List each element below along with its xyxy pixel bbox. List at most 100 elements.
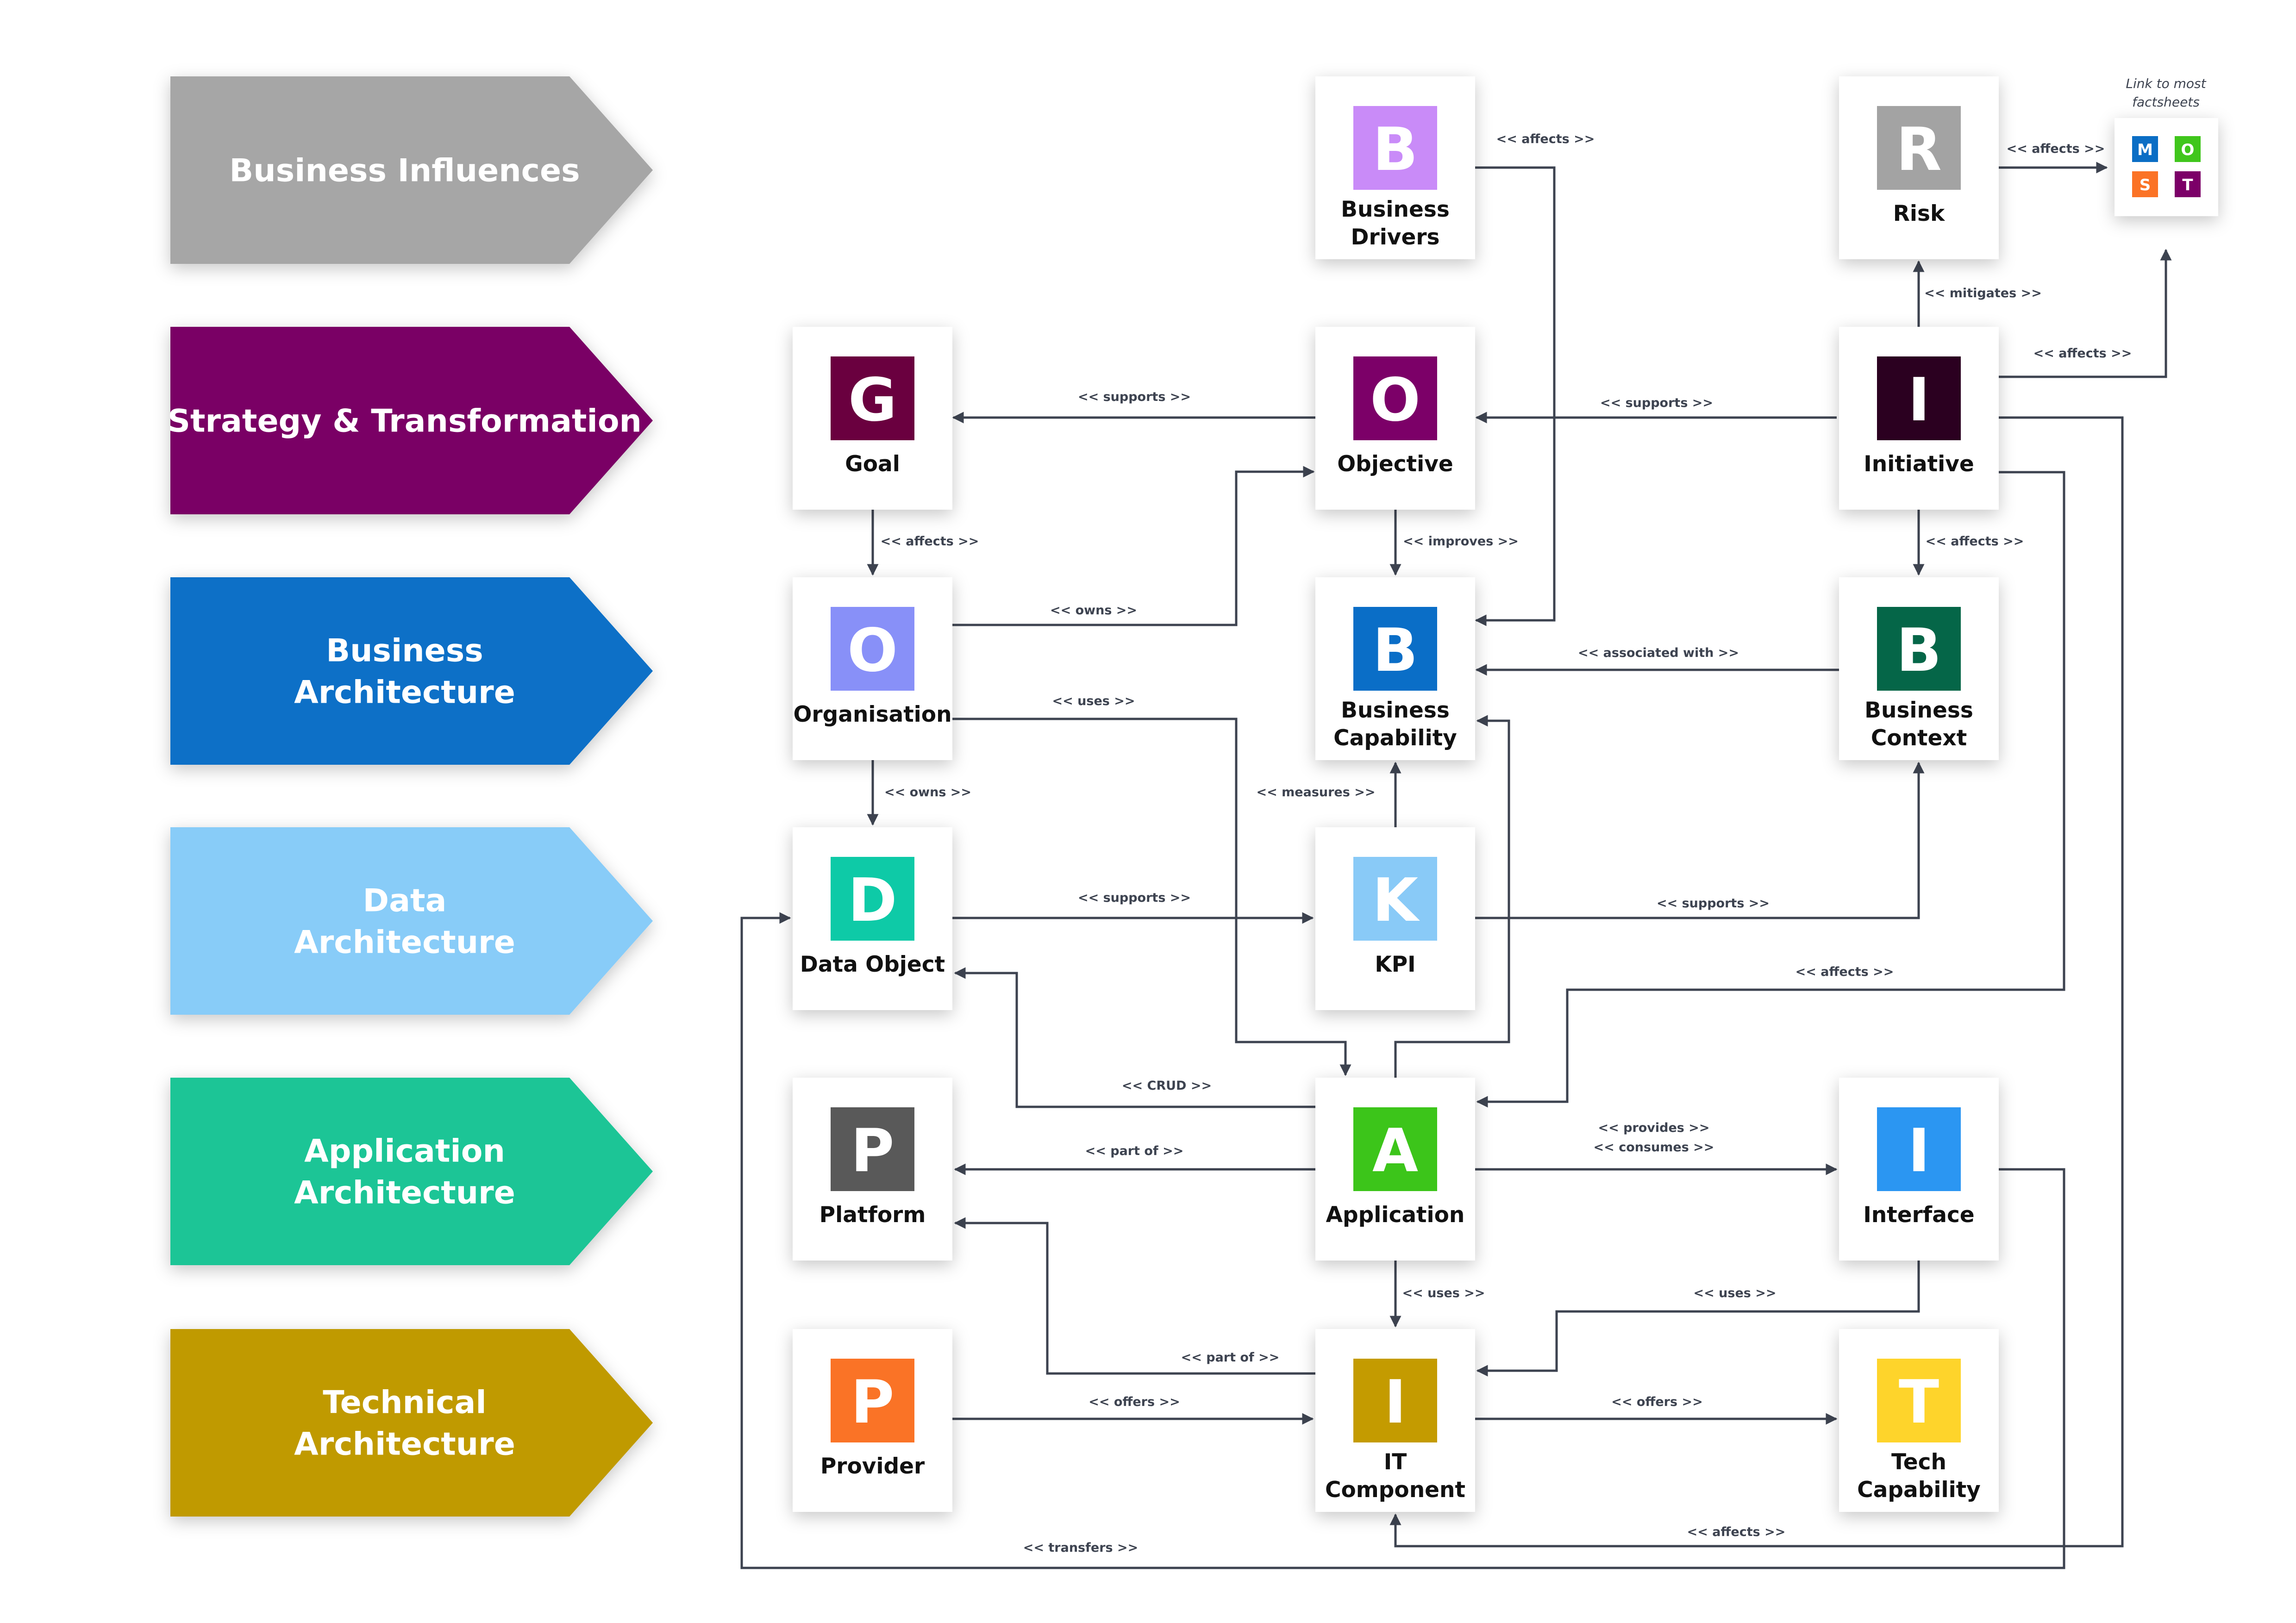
relation-application-to-data-object: << CRUD >> [954, 967, 1315, 1108]
business-drivers-label: Drivers [1351, 225, 1440, 250]
kpi-icon [1353, 857, 1437, 941]
relation-it-component-to-tech-capability-label: << offers >> [1611, 1395, 1702, 1409]
relation-initiative-to-objective-label: << supports >> [1600, 396, 1713, 410]
application-factsheet-card[interactable]: A Application [1315, 1078, 1475, 1261]
relation-business-context-to-business-capability: << associated with >> [1475, 646, 1839, 676]
relation-lines: << affects >> << affects >> << mitigates >… [740, 132, 2172, 1569]
relation-business-drivers-to-business-capability: << affects >> [1475, 132, 1595, 626]
risk-icon-letter: R [1896, 115, 1942, 184]
lane-strategy-transformation-shape [170, 327, 653, 514]
relation-risk-to-link-box: << affects >> [1999, 142, 2108, 174]
business-drivers-icon-letter: B [1373, 115, 1418, 184]
platform-label: Platform [820, 1202, 926, 1228]
relation-application-to-data-object-line [954, 967, 1315, 1108]
relation-interface-to-data-object-label: << transfers >> [1023, 1541, 1138, 1555]
application-icon [1353, 1107, 1437, 1191]
provider-label: Provider [820, 1454, 925, 1479]
relation-it-component-to-platform-line [954, 1217, 1315, 1375]
relation-application-to-platform-label: << part of >> [1085, 1144, 1184, 1158]
link-box-icon-letter: O [2181, 141, 2195, 159]
relation-business-drivers-to-business-capability-line [1475, 166, 1556, 626]
initiative-icon-letter: I [1908, 366, 1930, 435]
lane-business-influences-label: Business Influences [229, 153, 580, 189]
platform-factsheet-card[interactable]: P Platform [793, 1078, 952, 1261]
business-capability-label: Business [1341, 698, 1450, 723]
relation-application-to-interface-label: << consumes >> [1594, 1140, 1714, 1155]
tech-capability-icon [1877, 1359, 1961, 1442]
data-object-icon-letter: D [848, 866, 897, 935]
platform-icon-letter: P [851, 1117, 895, 1186]
relation-goal-to-organisation-label: << affects >> [881, 534, 979, 549]
relation-kpi-to-business-capability-label: << measures >> [1257, 785, 1376, 799]
business-context-label: Business [1864, 698, 1973, 723]
tech-capability-label: Tech [1891, 1449, 1946, 1475]
risk-icon [1877, 106, 1961, 190]
goal-icon-letter: G [848, 366, 897, 435]
relation-initiative-to-application-label: << affects >> [1796, 965, 1894, 979]
it-component-icon-letter: I [1384, 1368, 1407, 1437]
relation-organisation-to-objective-label: << owns >> [1050, 603, 1137, 618]
data-object-label: Data Object [800, 952, 945, 977]
relation-interface-to-data-object-line [740, 912, 2065, 1569]
relation-initiative-to-risk: << mitigates >> [1913, 260, 2042, 327]
relation-initiative-to-it-component-line [1389, 416, 2124, 1548]
link-box-background[interactable] [2115, 118, 2218, 216]
relation-provider-to-it-component: << offers >> [952, 1395, 1314, 1425]
link-box-icon-letter: M [2137, 141, 2153, 159]
relation-data-object-to-kpi: << supports >> [952, 891, 1314, 924]
business-capability-icon-letter: B [1373, 616, 1418, 685]
link-box-icon-t [2175, 171, 2201, 197]
relation-objective-to-goal: << supports >> [952, 390, 1315, 424]
relation-application-to-interface-label: << provides >> [1598, 1121, 1709, 1135]
relation-kpi-to-business-context-line [1475, 762, 1925, 919]
objective-icon-letter: O [1370, 366, 1420, 435]
relation-kpi-to-business-capability: << measures >> [1257, 762, 1401, 827]
relation-application-to-it-component: << uses >> [1389, 1261, 1485, 1328]
link-box-icon-s [2132, 171, 2158, 197]
data-object-icon [831, 857, 914, 941]
lane-application-architecture-shape [170, 1078, 653, 1265]
objective-label: Objective [1337, 451, 1453, 477]
relation-organisation-to-application-label: << uses >> [1052, 694, 1135, 708]
lane-data-architecture-label: Architecture [294, 924, 515, 961]
it-component-icon [1353, 1359, 1437, 1442]
business-capability-label: Capability [1333, 725, 1457, 751]
application-icon-letter: A [1372, 1117, 1418, 1186]
link-box-icon-m [2132, 136, 2158, 162]
kpi-label: KPI [1375, 952, 1415, 977]
relation-application-to-data-object-label: << CRUD >> [1122, 1079, 1212, 1093]
data-object-factsheet-card[interactable]: D Data Object [793, 827, 952, 1010]
interface-factsheet-card[interactable]: I Interface [1839, 1078, 1999, 1261]
interface-label: Interface [1863, 1202, 1974, 1228]
relation-interface-to-it-component-label: << uses >> [1694, 1286, 1777, 1300]
interface-icon-letter: I [1908, 1117, 1930, 1186]
relation-initiative-to-application-line [1476, 471, 2065, 1108]
organisation-label: Organisation [793, 702, 951, 727]
business-context-label: Context [1871, 725, 1967, 751]
lane-business-architecture-label: Business [326, 633, 483, 669]
relation-objective-to-business-capability: << improves >> [1389, 510, 1519, 576]
relation-initiative-to-link-box-label: << affects >> [2033, 346, 2132, 361]
organisation-icon [831, 607, 914, 691]
relation-application-to-business-capability [1394, 715, 1510, 1078]
objective-factsheet-card[interactable]: O Objective [1315, 327, 1475, 510]
application-label: Application [1326, 1202, 1465, 1228]
lane-technical-architecture-label: Technical [323, 1385, 486, 1421]
lane-application-architecture-label: Application [304, 1133, 505, 1170]
relation-organisation-to-data-object: << owns >> [867, 760, 971, 826]
interface-icon [1877, 1107, 1961, 1191]
